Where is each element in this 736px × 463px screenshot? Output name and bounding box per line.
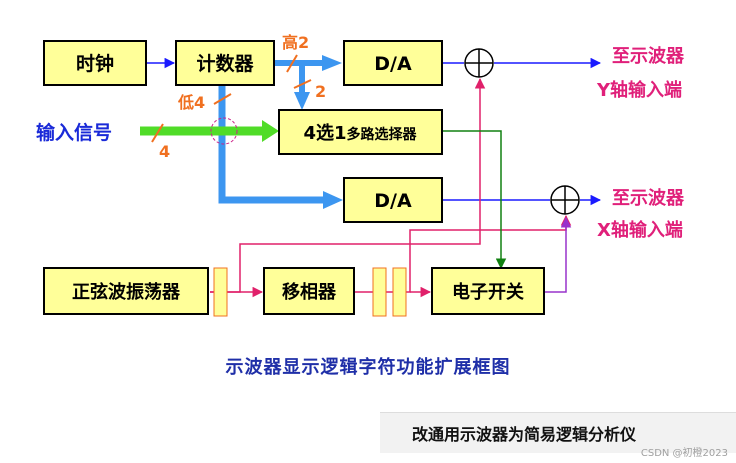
mux-to-switch-wire bbox=[443, 130, 507, 270]
crossing-marker bbox=[210, 117, 238, 145]
da-bottom-block: D/A bbox=[343, 177, 443, 223]
counter-high-bus-arrowhead bbox=[322, 55, 342, 71]
subcaption-box: 改通用示波器为简易逻辑分析仪 bbox=[380, 412, 736, 453]
bits2-label: 2 bbox=[315, 82, 326, 101]
input-signal-bus-arrowhead bbox=[262, 120, 279, 142]
phase-shifter-label: 移相器 bbox=[282, 281, 337, 303]
high-to-mux-bus-arrowhead bbox=[294, 92, 310, 110]
output-x-line2: X轴输入端 bbox=[597, 219, 683, 241]
da-top-label: D/A bbox=[374, 53, 412, 75]
input-signal-label: 输入信号 bbox=[36, 121, 112, 144]
oscillator-block: 正弦波振荡器 bbox=[43, 267, 209, 315]
mux-block: 4选1多路选择器 bbox=[278, 109, 443, 155]
adder-y bbox=[464, 48, 494, 78]
low4-slash bbox=[213, 93, 232, 105]
bits4-slash bbox=[151, 123, 164, 143]
high2-slash bbox=[286, 54, 298, 73]
clock-block: 时钟 bbox=[43, 40, 147, 86]
switch-to-adder-wire bbox=[545, 216, 572, 293]
diagram-caption: 示波器显示逻辑字符功能扩展框图 bbox=[225, 357, 511, 378]
buffer-bar bbox=[372, 267, 387, 317]
da-top-block: D/A bbox=[343, 40, 443, 86]
output-x-line1: 至示波器 bbox=[612, 187, 685, 209]
phase-shifter-block: 移相器 bbox=[263, 267, 355, 315]
counter-block: 计数器 bbox=[175, 40, 275, 86]
subcaption-text: 改通用示波器为简易逻辑分析仪 bbox=[412, 425, 637, 444]
mux-number-text: 4选1 bbox=[303, 123, 346, 144]
bits2-slash bbox=[293, 79, 312, 89]
counter-label: 计数器 bbox=[196, 52, 254, 75]
buffer-bar bbox=[392, 267, 407, 317]
mux-text: 多路选择器 bbox=[347, 126, 418, 143]
output-y-line1: 至示波器 bbox=[612, 45, 685, 67]
output-y-line2: Y轴输入端 bbox=[596, 79, 682, 101]
high2-label: 高2 bbox=[282, 33, 309, 52]
adder-x bbox=[550, 185, 580, 215]
electronic-switch-label: 电子开关 bbox=[452, 281, 524, 303]
electronic-switch-block: 电子开关 bbox=[431, 267, 545, 315]
oscillator-label: 正弦波振荡器 bbox=[72, 281, 181, 303]
counter-low-bus-arrowhead bbox=[323, 191, 343, 209]
low4-label: 低4 bbox=[177, 93, 205, 112]
da-bottom-label: D/A bbox=[374, 190, 412, 212]
clock-label: 时钟 bbox=[76, 52, 114, 75]
mux-label: 4选1多路选择器 bbox=[303, 123, 417, 144]
buffer-bar bbox=[213, 267, 228, 317]
counter-low-bus bbox=[218, 85, 326, 204]
bits4-label: 4 bbox=[159, 142, 170, 161]
watermark: CSDN @初橙2023 bbox=[640, 448, 728, 459]
